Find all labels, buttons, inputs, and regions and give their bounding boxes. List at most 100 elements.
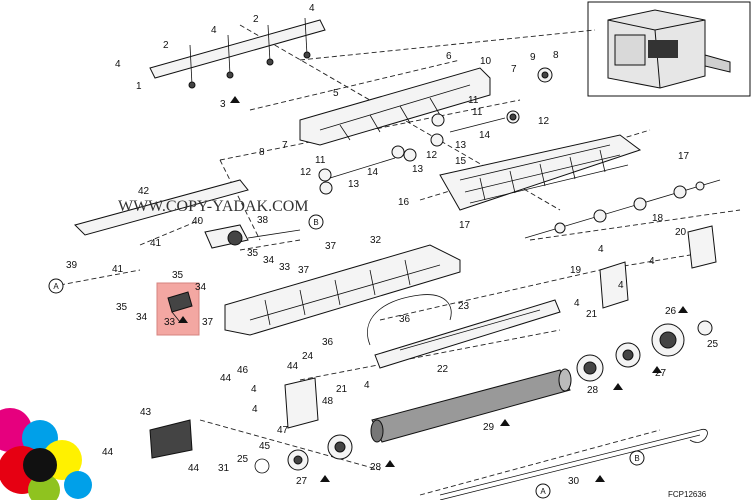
label-12: 12 [538,116,550,127]
paper-chute-16 [439,134,642,211]
label-35: 35 [172,270,184,281]
label-15: 15 [455,156,467,167]
gears-large [576,320,713,382]
label-40: 40 [192,216,204,227]
label-26: 26 [665,306,677,317]
label-4: 4 [574,298,580,309]
label-34: 34 [136,312,148,323]
label-27: 27 [296,476,308,487]
copier-thumbnail [587,1,751,97]
label-31: 31 [218,463,230,474]
sensor-33 [167,291,193,323]
label-2: 2 [163,40,169,51]
label-7: 7 [511,64,517,75]
callout-b-top: B [313,218,318,227]
label-32: 32 [370,235,382,246]
label-8: 8 [259,147,265,158]
label-44: 44 [188,463,200,474]
label-13: 13 [348,179,360,190]
label-22: 22 [437,364,449,375]
label-4: 4 [598,244,604,255]
label-33: 33 [164,317,176,328]
label-38: 38 [257,215,269,226]
label-36: 36 [322,337,334,348]
label-6: 6 [446,51,452,62]
label-44: 44 [287,361,299,372]
label-11: 11 [315,155,326,166]
part-labels: 4 2 4 2 4 1 3 6 10 9 8 7 5 11 11 12 14 1… [66,3,719,487]
label-37: 37 [202,317,214,328]
plate-22 [374,299,561,369]
upper-guide-assembly [149,17,326,89]
label-45: 45 [259,441,271,452]
label-20: 20 [675,227,687,238]
gears-small [318,67,553,195]
label-39: 39 [66,260,78,271]
label-21: 21 [336,384,348,395]
roller-shaft-18 [524,179,721,239]
label-43: 43 [140,407,152,418]
watermark-text: WWW.COPY-YADAK.COM [118,198,309,215]
label-47: 47 [277,425,289,436]
label-4: 4 [309,3,315,14]
fuser-roller-29 [370,368,572,443]
label-44: 44 [220,373,232,384]
label-14: 14 [479,130,491,141]
plate-42 [74,179,249,236]
label-17: 17 [678,151,690,162]
label-11: 11 [472,107,483,118]
triangle-markers [178,96,688,482]
label-13: 13 [455,140,467,151]
label-4: 4 [618,280,624,291]
callout-b-bottom: B [634,454,639,463]
label-34: 34 [195,282,207,293]
label-36: 36 [399,314,411,325]
label-34: 34 [263,255,275,266]
label-17: 17 [459,220,471,231]
label-11: 11 [468,95,479,106]
label-30: 30 [568,476,580,487]
label-24: 24 [302,351,314,362]
label-14: 14 [367,167,379,178]
callout-a-left: A [53,282,59,291]
label-8: 8 [553,50,559,61]
highlight-box [156,282,200,336]
main-frame-32 [224,244,461,336]
label-35: 35 [247,248,259,259]
label-23: 23 [458,301,470,312]
label-35: 35 [116,302,128,313]
label-13: 13 [412,164,424,175]
label-5: 5 [333,88,339,99]
label-4: 4 [252,404,258,415]
label-25: 25 [707,339,719,350]
label-10: 10 [480,56,492,67]
bracket-43 [149,419,193,459]
label-4: 4 [251,384,257,395]
motor-40 [204,224,301,249]
label-28: 28 [587,385,599,396]
bracket-48 [284,377,319,429]
figure-code: FCP12636 [668,490,707,499]
label-12: 12 [426,150,438,161]
label-4: 4 [649,256,655,267]
brand-logo-icon [0,408,92,500]
label-41: 41 [150,238,162,249]
callout-a-bottom: A [540,487,546,496]
label-9: 9 [530,52,536,63]
label-4: 4 [211,25,217,36]
label-25: 25 [237,454,249,465]
label-48: 48 [322,396,334,407]
label-3: 3 [220,99,226,110]
label-46: 46 [237,365,249,376]
gears-bottom [254,434,353,474]
label-33: 33 [279,262,291,273]
label-27: 27 [655,368,667,379]
label-18: 18 [652,213,664,224]
heater-lamp-30 [439,429,708,500]
label-7: 7 [282,140,288,151]
label-37: 37 [325,241,337,252]
frame-10 [299,67,491,146]
label-4: 4 [115,59,121,70]
bracket-19 [599,225,717,309]
